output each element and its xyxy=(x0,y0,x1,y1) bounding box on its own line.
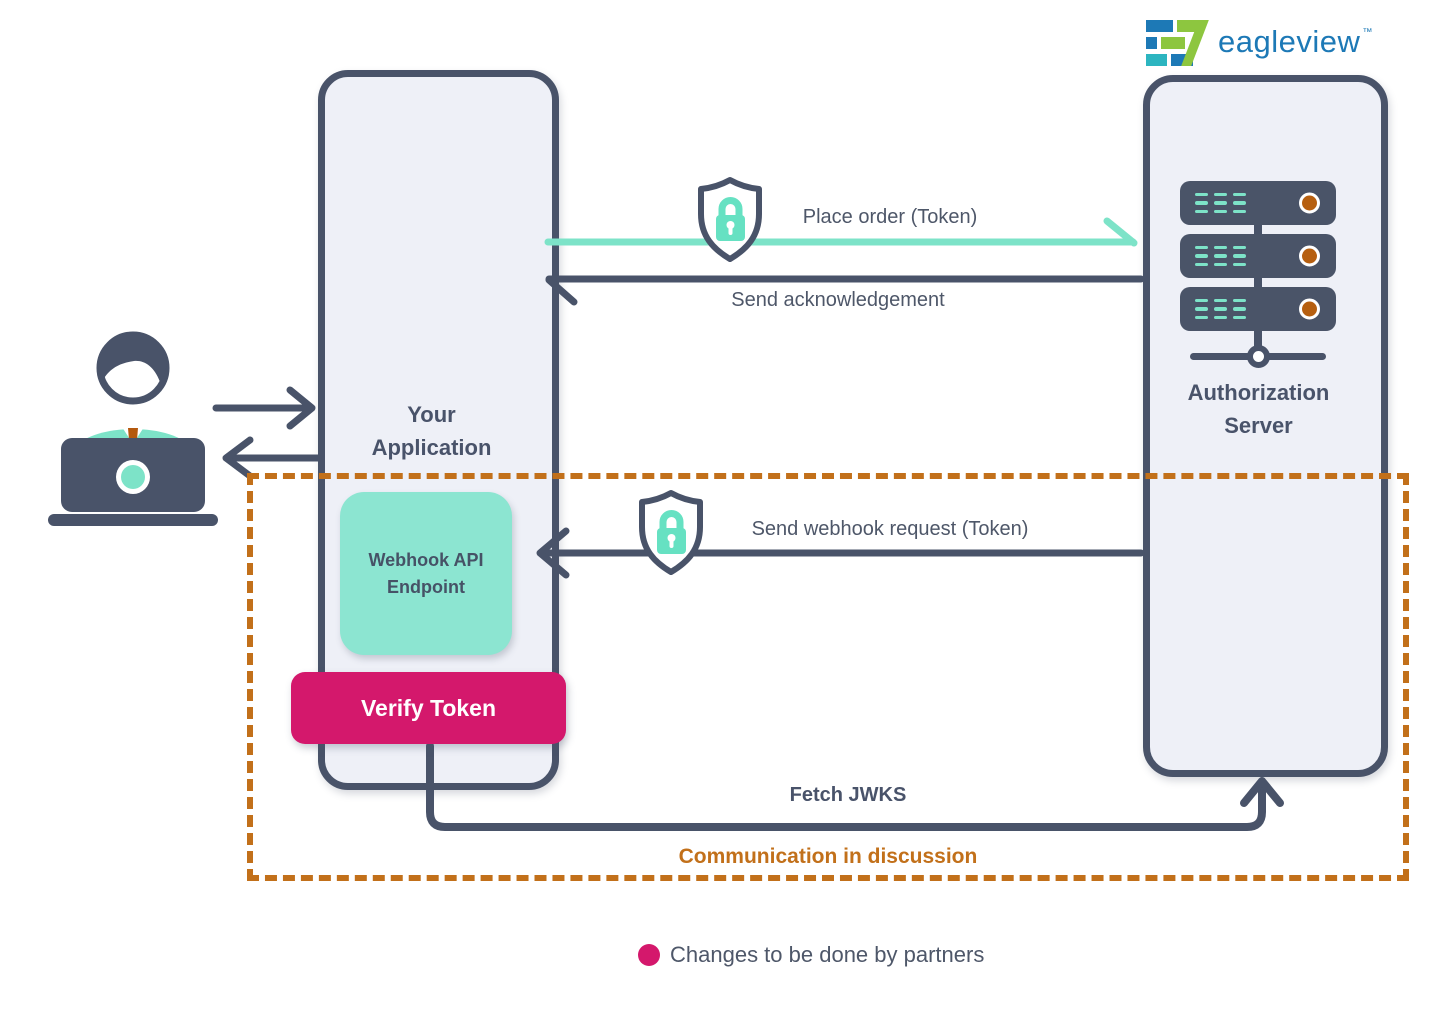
logo-trademark: ™ xyxy=(1362,27,1373,38)
fetch-jwks-label: Fetch JWKS xyxy=(789,784,907,806)
server-unit xyxy=(1180,234,1336,278)
logo-wordmark: eagleview xyxy=(1218,24,1361,59)
server-spine xyxy=(1254,211,1262,351)
user-to-app-arrowhead xyxy=(286,386,316,430)
shield-lock-icon xyxy=(639,490,703,575)
server-unit xyxy=(1180,181,1336,225)
your-application-title: Your Application xyxy=(371,402,492,460)
legend-dot-icon xyxy=(638,944,660,966)
server-lights xyxy=(1195,245,1246,267)
place-order-label: Place order (Token) xyxy=(802,206,978,228)
server-led-icon xyxy=(1299,192,1320,214)
app-to-user-arrowhead xyxy=(222,436,254,480)
eagleview-logo-mark xyxy=(1146,20,1209,68)
legend-label: Changes to be done by partners xyxy=(670,942,985,967)
send-acknowledgement-label: Send acknowledgement xyxy=(731,289,945,311)
authorization-server-title: Authorization Server xyxy=(1187,380,1330,438)
server-led-icon xyxy=(1299,245,1320,267)
webhook-api-endpoint-label: Webhook API Endpoint xyxy=(368,549,484,597)
place-order-arrowhead xyxy=(1103,217,1138,247)
your-application-box xyxy=(318,70,559,790)
server-lights xyxy=(1195,192,1246,214)
server-base-node xyxy=(1247,345,1270,368)
server-led-icon xyxy=(1299,298,1320,320)
communication-in-discussion-label: Communication in discussion xyxy=(678,845,978,868)
send-webhook-request-label: Send webhook request (Token) xyxy=(751,518,1029,540)
server-stack-icon xyxy=(1180,181,1336,371)
user-at-laptop-icon xyxy=(48,331,218,526)
eagleview-logo: eagleview ™ xyxy=(1146,18,1372,68)
webhook-api-endpoint-box: Webhook API Endpoint xyxy=(340,492,512,655)
server-lights xyxy=(1195,298,1246,320)
verify-token-label: Verify Token xyxy=(360,694,497,721)
legend: Changes to be done by partners xyxy=(638,942,984,968)
server-unit xyxy=(1180,287,1336,331)
verify-token-button: Verify Token xyxy=(291,672,566,744)
fetch-jwks-arrowhead xyxy=(1240,777,1284,807)
